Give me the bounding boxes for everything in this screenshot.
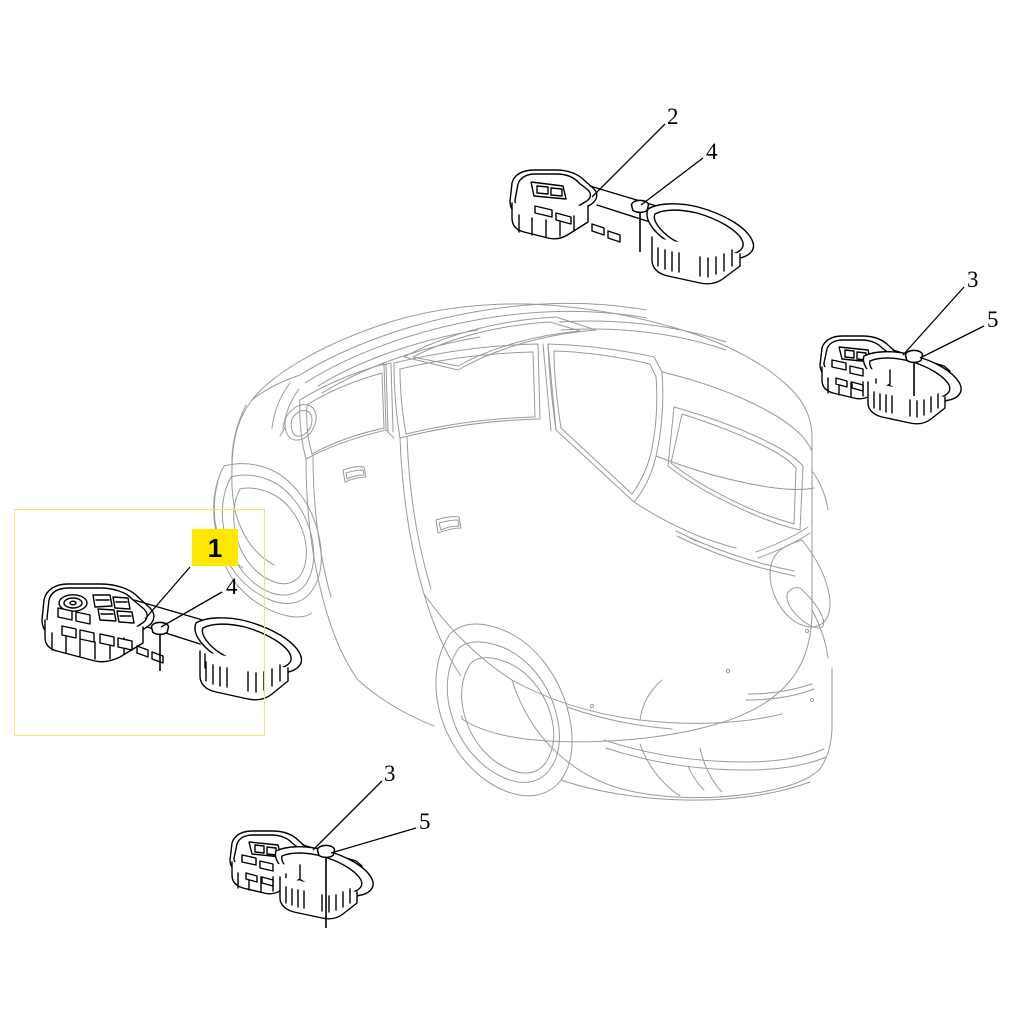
leader-lines-part-3-right bbox=[902, 286, 985, 359]
part-4-screw-for-part-1[interactable] bbox=[150, 621, 170, 671]
leader-lines-part-2 bbox=[591, 123, 704, 206]
leader-lines-part-3-bottom bbox=[312, 780, 417, 854]
callout-label-4-left[interactable]: 4 bbox=[226, 574, 238, 599]
part-4-screw-for-part-2[interactable] bbox=[630, 199, 650, 252]
leader-callout-5-right bbox=[919, 325, 985, 359]
callout-label-3-bottom[interactable]: 3 bbox=[384, 761, 396, 786]
vehicle-outline bbox=[213, 302, 833, 801]
leader-callout-3-right bbox=[902, 286, 965, 356]
highlight-region-box bbox=[14, 509, 265, 736]
callout-label-5-right[interactable]: 5 bbox=[987, 307, 999, 332]
part-1-driver-master-switch[interactable] bbox=[41, 583, 303, 701]
part-3-rear-window-switch-bottom[interactable] bbox=[229, 830, 374, 920]
part-2-passenger-window-switch[interactable] bbox=[509, 169, 755, 285]
callout-label-2[interactable]: 2 bbox=[667, 104, 679, 129]
leader-callout-5-bottom bbox=[330, 827, 417, 854]
part-5-screw-for-part-3-bottom[interactable] bbox=[316, 844, 336, 928]
leader-callout-4-left bbox=[160, 591, 223, 628]
leader-lines-part-1 bbox=[144, 566, 223, 628]
leader-callout-4-top bbox=[640, 157, 704, 206]
callout-label-4-top[interactable]: 4 bbox=[706, 139, 718, 164]
part-3-rear-window-switch-right[interactable] bbox=[819, 335, 962, 425]
callout-label-5-bottom[interactable]: 5 bbox=[419, 809, 431, 834]
part-5-screw-for-part-3-right[interactable] bbox=[904, 349, 924, 396]
leader-callout-2 bbox=[591, 123, 666, 198]
leader-callout-3-bottom bbox=[312, 780, 383, 851]
leader-callout-1 bbox=[144, 566, 191, 620]
highlight-badge-1[interactable]: 1 bbox=[192, 529, 238, 566]
callout-label-3-right[interactable]: 3 bbox=[967, 267, 979, 292]
